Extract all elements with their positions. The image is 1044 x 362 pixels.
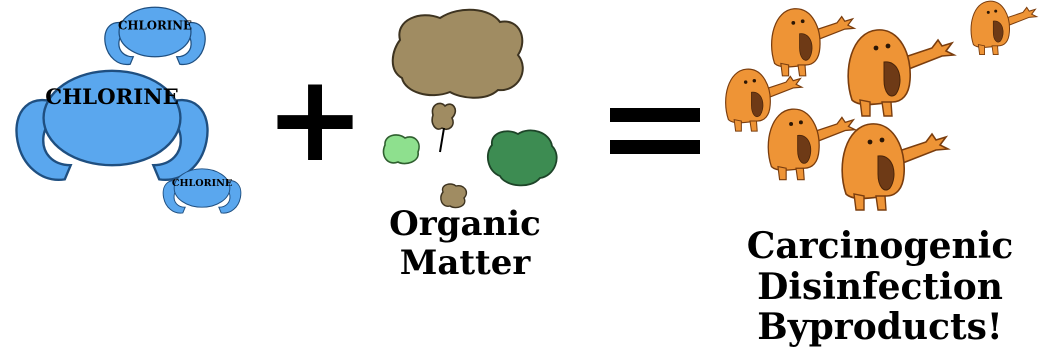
organic-matter-label: Organic Matter xyxy=(360,205,570,283)
dbp-creature xyxy=(971,1,1037,54)
organic-blob-light-green xyxy=(383,135,419,164)
plus-sign: + xyxy=(265,50,366,189)
byproducts-label-line1: Carcinogenic xyxy=(715,226,1044,267)
byproducts-label-line2: Disinfection xyxy=(715,267,1044,308)
chlorine-label: CHLORINE xyxy=(118,19,192,33)
dbp-creature xyxy=(848,30,954,116)
organic-matter-cluster xyxy=(383,10,556,208)
chlorine-small-top: CHLORINE xyxy=(105,7,205,64)
organic-label-line1: Organic xyxy=(360,205,570,244)
organic-blob-large xyxy=(393,10,523,98)
byproducts-label-line3: Byproducts! xyxy=(715,307,1044,348)
organic-blob-small xyxy=(432,103,455,129)
organic-label-line2: Matter xyxy=(360,244,570,283)
equals-sign xyxy=(610,108,700,154)
chlorine-large: CHLORINE xyxy=(16,71,207,180)
dbp-creature xyxy=(772,9,855,76)
organic-blob-dark-green xyxy=(488,130,557,185)
byproduct-creatures xyxy=(726,1,1037,210)
chlorine-label: CHLORINE xyxy=(172,178,232,189)
chlorine-label: CHLORINE xyxy=(45,85,179,110)
dbp-creature xyxy=(842,124,948,210)
byproducts-label: Carcinogenic Disinfection Byproducts! xyxy=(715,226,1044,348)
